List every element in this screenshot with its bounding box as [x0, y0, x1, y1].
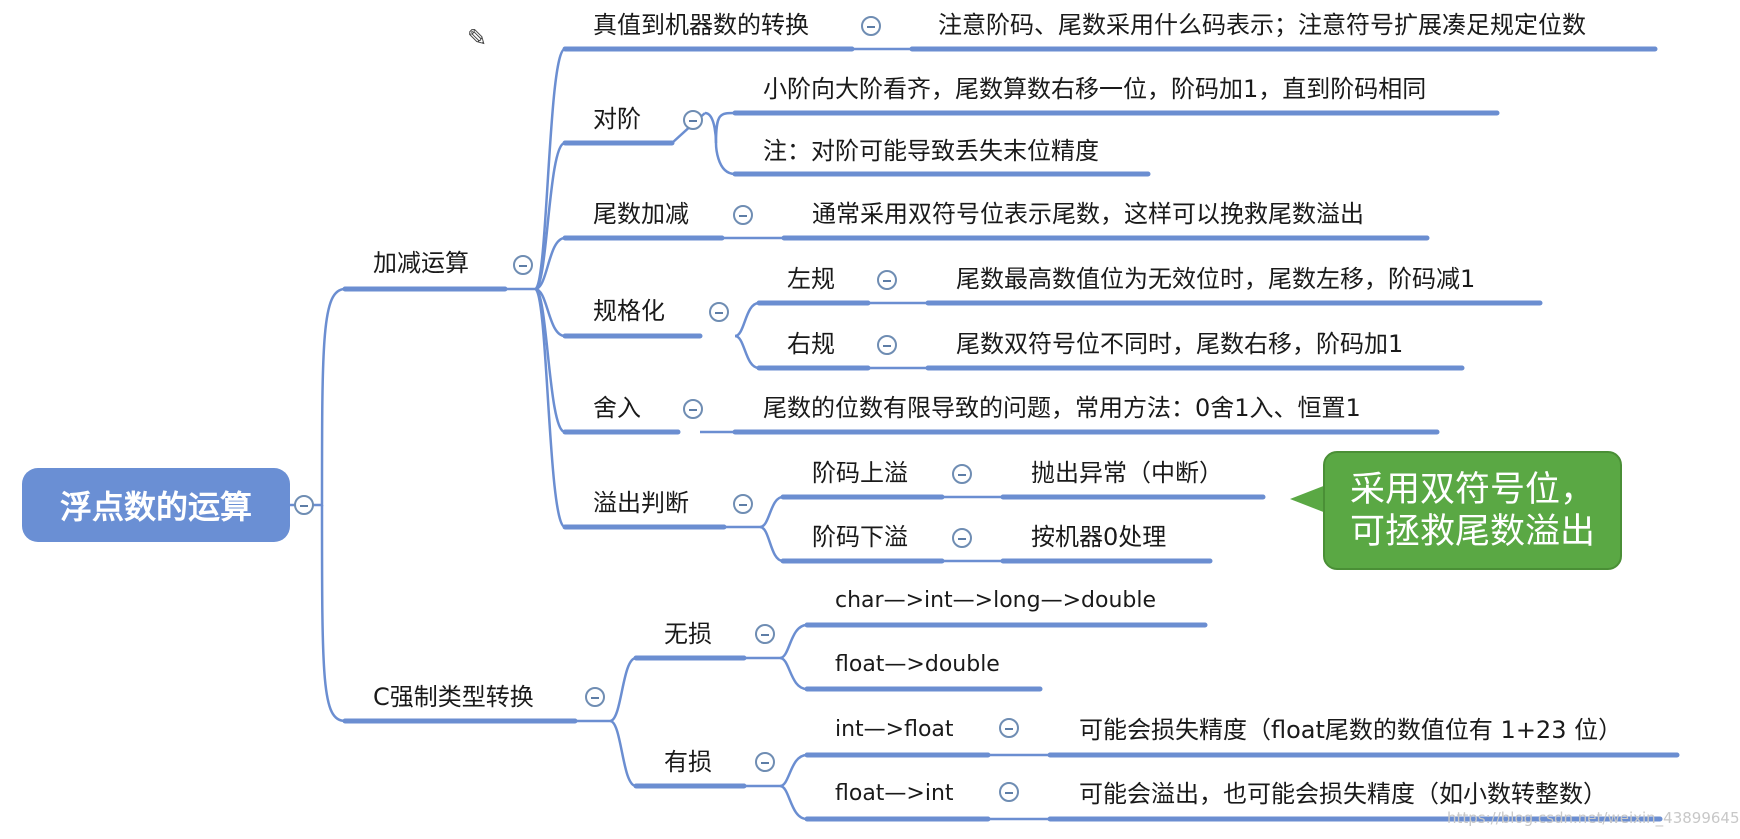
node-addsub[interactable]: 加减运算 [373, 249, 469, 277]
node-int-to-float[interactable]: int—>float [835, 717, 954, 742]
node-exp-underflow[interactable]: 阶码下溢 [812, 523, 908, 551]
normalize-collapse-icon[interactable] [709, 302, 729, 322]
node-exp-overflow[interactable]: 阶码上溢 [812, 459, 908, 487]
addsub-collapse-icon[interactable] [513, 255, 533, 275]
callout-line-2: 可拯救尾数溢出 [1349, 511, 1595, 552]
root-node[interactable]: 浮点数的运算 [22, 468, 290, 542]
note-exp-overflow[interactable]: 抛出异常（中断） [1031, 459, 1223, 487]
lossless-item-1[interactable]: char—>int—>long—>double [835, 588, 1157, 613]
node-mantissa[interactable]: 尾数加减 [593, 200, 689, 228]
pencil-cursor-icon: ✎ [467, 24, 488, 52]
node-lossy[interactable]: 有损 [664, 748, 712, 776]
note-convert[interactable]: 注意阶码、尾数采用什么码表示；注意符号扩展凑足规定位数 [938, 11, 1586, 39]
note-int-to-float[interactable]: 可能会损失精度（float尾数的数值位有 1+23 位） [1079, 716, 1623, 744]
float-to-int-collapse-icon[interactable] [999, 782, 1019, 802]
lossless-collapse-icon[interactable] [755, 624, 775, 644]
exp-underflow-collapse-icon[interactable] [952, 528, 972, 548]
exp-overflow-collapse-icon[interactable] [952, 464, 972, 484]
left-normalize-collapse-icon[interactable] [877, 270, 897, 290]
lossy-collapse-icon[interactable] [755, 752, 775, 772]
node-lossless[interactable]: 无损 [664, 620, 712, 648]
node-normalize[interactable]: 规格化 [593, 297, 665, 325]
align-collapse-icon[interactable] [683, 110, 703, 130]
node-cast[interactable]: C强制类型转换 [373, 683, 534, 711]
node-left-normalize[interactable]: 左规 [787, 265, 835, 293]
note-mantissa[interactable]: 通常采用双符号位表示尾数，这样可以挽救尾数溢出 [812, 200, 1364, 228]
mantissa-collapse-icon[interactable] [733, 205, 753, 225]
node-align[interactable]: 对阶 [593, 105, 641, 133]
callout-note[interactable]: 采用双符号位， 可拯救尾数溢出 [1323, 451, 1622, 570]
lossless-item-2[interactable]: float—>double [835, 652, 1000, 677]
note-exp-underflow[interactable]: 按机器0处理 [1031, 523, 1167, 551]
right-normalize-collapse-icon[interactable] [877, 335, 897, 355]
note-left-normalize[interactable]: 尾数最高数值位为无效位时，尾数左移，阶码减1 [956, 265, 1476, 293]
round-collapse-icon[interactable] [683, 399, 703, 419]
node-float-to-int[interactable]: float—>int [835, 781, 954, 806]
note-align-1[interactable]: 小阶向大阶看齐，尾数算数右移一位，阶码加1，直到阶码相同 [763, 75, 1427, 103]
note-right-normalize[interactable]: 尾数双符号位不同时，尾数右移，阶码加1 [956, 330, 1404, 358]
root-collapse-icon[interactable] [294, 495, 314, 515]
node-round[interactable]: 舍入 [593, 394, 641, 422]
note-float-to-int[interactable]: 可能会溢出，也可能会损失精度（如小数转整数） [1079, 780, 1607, 808]
note-align-2[interactable]: 注：对阶可能导致丢失末位精度 [763, 137, 1099, 165]
node-overflow[interactable]: 溢出判断 [593, 489, 689, 517]
int-to-float-collapse-icon[interactable] [999, 718, 1019, 738]
watermark: https://blog.csdn.net/weixin_43899645 [1447, 809, 1740, 827]
cast-collapse-icon[interactable] [585, 687, 605, 707]
callout-pointer [1290, 485, 1326, 513]
node-convert[interactable]: 真值到机器数的转换 [593, 11, 809, 39]
overflow-collapse-icon[interactable] [733, 494, 753, 514]
note-round[interactable]: 尾数的位数有限导致的问题，常用方法：0舍1入、恒置1 [763, 394, 1361, 422]
node-right-normalize[interactable]: 右规 [787, 330, 835, 358]
convert-collapse-icon[interactable] [861, 16, 881, 36]
callout-line-1: 采用双符号位， [1349, 469, 1595, 510]
